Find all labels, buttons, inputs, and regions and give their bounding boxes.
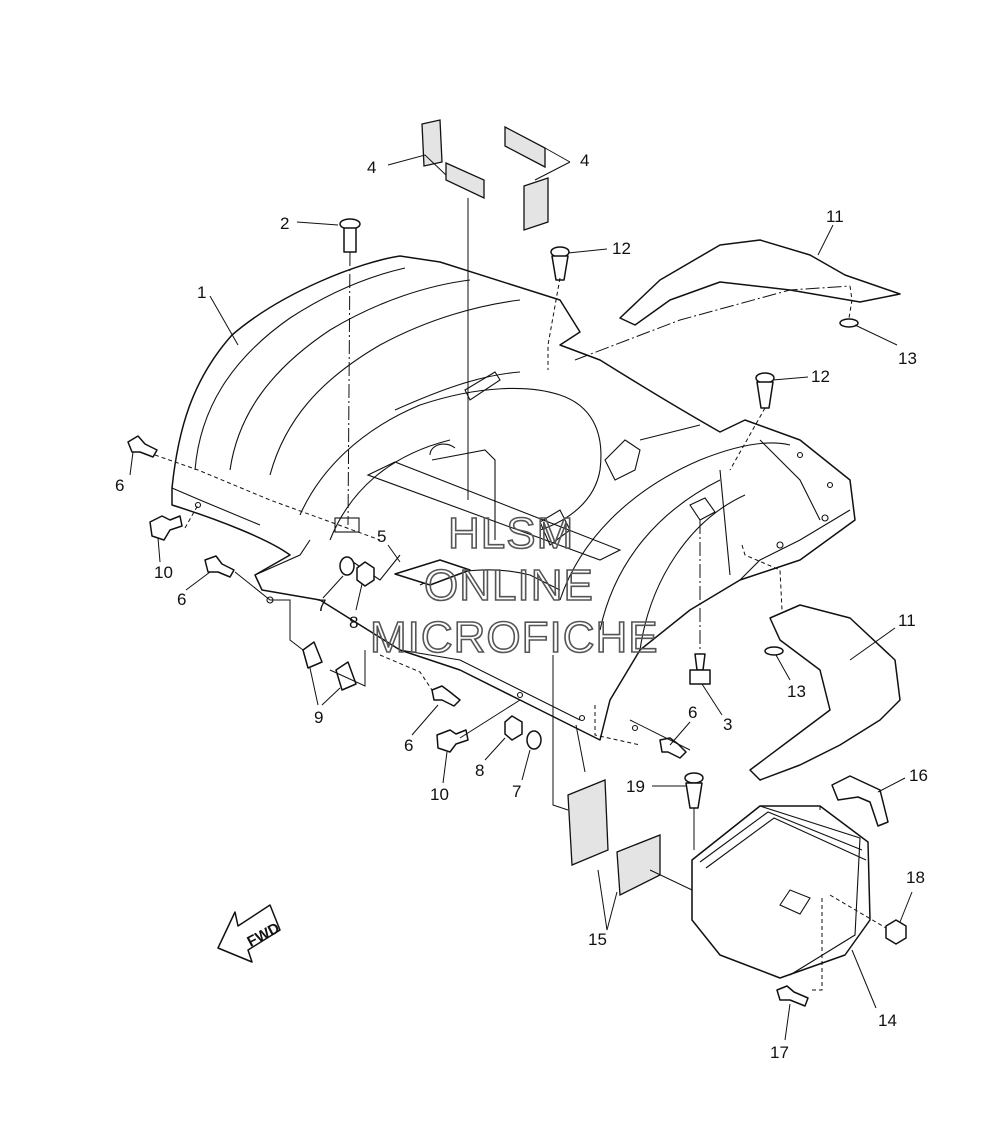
callout-8a: 8 — [349, 613, 358, 632]
callout-19: 19 — [626, 777, 645, 796]
reference-lines — [154, 198, 887, 991]
part-12-rivet-b — [755, 372, 775, 409]
part-14-tool-box — [691, 805, 871, 979]
part-13-washer-a — [839, 318, 859, 328]
callout-13a: 13 — [898, 349, 917, 368]
callout-1: 1 — [197, 283, 206, 302]
fwd-direction-arrow: FWD — [217, 904, 283, 963]
watermark-line-1: HLSM — [448, 509, 574, 558]
callout-16: 16 — [909, 766, 928, 785]
callout-11b: 11 — [898, 611, 916, 630]
callout-15: 15 — [588, 930, 607, 949]
rear-fender — [171, 255, 856, 741]
callout-10b: 10 — [430, 785, 449, 804]
callout-4b: 4 — [580, 151, 589, 170]
part-11-flap-lower — [749, 604, 901, 781]
watermark: HLSM ONLINE MICROFICHE — [369, 508, 659, 663]
callout-12b: 12 — [811, 367, 830, 386]
part-17-bolt — [776, 985, 809, 1007]
callout-4a: 4 — [367, 158, 376, 177]
part-10-rivet-a — [149, 515, 183, 541]
part-5-plate — [394, 559, 471, 586]
part-15-pad-b — [616, 834, 661, 897]
part-8-nut-b — [504, 715, 523, 741]
callout-18: 18 — [906, 868, 925, 887]
callout-13b: 13 — [787, 682, 806, 701]
callout-5: 5 — [377, 527, 386, 546]
part-15-pad-a — [567, 779, 609, 866]
part-9-bracket-b — [335, 661, 357, 691]
callout-labels: 1 2 3 4 4 5 6 6 6 6 7 7 8 8 9 10 10 11 1… — [115, 151, 928, 1062]
part-3-bolt — [689, 653, 711, 685]
part-18-nut — [885, 919, 907, 945]
watermark-line-2: ONLINE — [424, 561, 594, 610]
callout-11a: 11 — [826, 207, 844, 226]
callout-leaders — [129, 147, 913, 1041]
callout-7a: 7 — [317, 596, 326, 615]
callout-8b: 8 — [475, 761, 484, 780]
callout-3: 3 — [723, 715, 732, 734]
part-6-bolt-d — [659, 737, 687, 759]
part-11-flap-upper — [619, 239, 901, 326]
part-10-rivet-b — [436, 729, 469, 753]
callout-7b: 7 — [512, 782, 521, 801]
watermark-line-3: MICROFICHE — [370, 613, 659, 662]
part-16-clip — [831, 775, 889, 827]
part-4-pads — [421, 119, 549, 231]
callout-2: 2 — [280, 214, 289, 233]
callout-17: 17 — [770, 1043, 789, 1062]
part-7-washer-a — [339, 556, 355, 576]
part-9-bracket-a — [302, 641, 323, 669]
callout-9: 9 — [314, 708, 323, 727]
callout-6a: 6 — [115, 476, 124, 495]
part-7-washer-b — [526, 730, 542, 750]
part-6-bolt-b — [204, 555, 235, 578]
part-12-rivet-a — [550, 246, 570, 281]
part-8-nut-a — [356, 561, 375, 587]
part-6-bolt-a — [127, 435, 158, 458]
part-6-bolt-c — [431, 685, 461, 707]
callout-10a: 10 — [154, 563, 173, 582]
part-19-rivet — [684, 772, 704, 809]
callout-12a: 12 — [612, 239, 631, 258]
part-2-bolt — [339, 218, 361, 253]
callout-14: 14 — [878, 1011, 897, 1030]
callout-6d: 6 — [688, 703, 697, 722]
part-13-washer-b — [764, 646, 784, 656]
callout-6c: 6 — [404, 736, 413, 755]
callout-6b: 6 — [177, 590, 186, 609]
